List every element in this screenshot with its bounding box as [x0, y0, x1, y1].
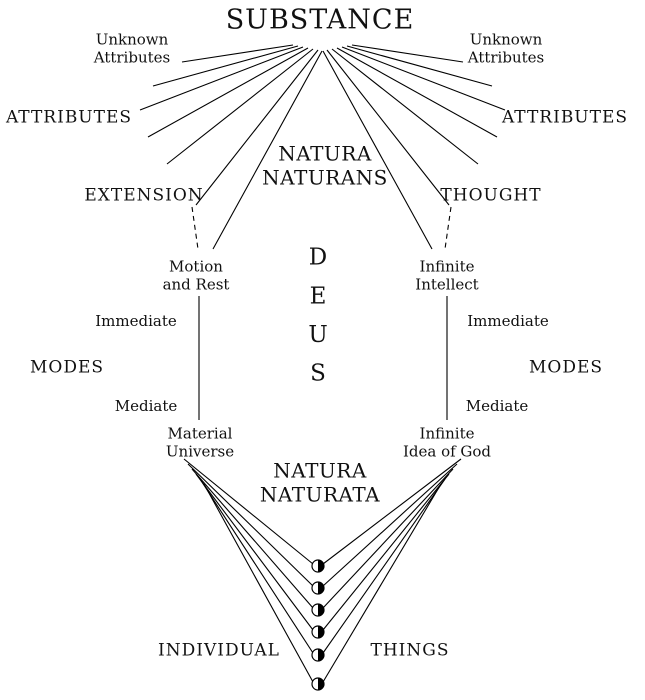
fan-line — [195, 49, 319, 206]
fan-line — [195, 473, 314, 631]
individual-thing-node-icon — [311, 677, 325, 691]
fan-line — [183, 458, 314, 565]
fan-line — [322, 473, 450, 631]
immediate-left-label: Immediate — [95, 311, 177, 330]
attributes-left-label: ATTRIBUTES — [5, 107, 133, 128]
fan-line — [187, 463, 314, 587]
individual-thing-node-icon — [311, 581, 325, 595]
substance-left-fan — [139, 44, 323, 250]
fan-line — [341, 46, 506, 111]
extension-to-motion-dashed-line — [191, 206, 199, 250]
fan-line — [346, 45, 493, 87]
fan-line — [326, 49, 450, 206]
immediate-right-label: Immediate — [467, 311, 549, 330]
modes-left-label: MODES — [29, 357, 105, 378]
mediate-left-label: Mediate — [114, 396, 178, 415]
fan-line — [322, 483, 442, 683]
natura-naturans-label: NATURA NATURANS — [262, 141, 388, 190]
fan-line — [322, 478, 446, 654]
fan-line — [322, 458, 462, 565]
unknown-attributes-left-label: Unknown Attributes — [93, 30, 171, 67]
fan-line — [166, 48, 314, 165]
extension-label: EXTENSION — [84, 185, 204, 206]
fan-line — [139, 46, 304, 111]
thought-label: THOUGHT — [440, 185, 542, 206]
fan-line — [351, 44, 464, 63]
fan-line — [336, 47, 498, 138]
fan-line — [322, 50, 433, 250]
motion-and-rest-label: Motion and Rest — [162, 257, 230, 294]
dashed-connectors — [191, 206, 452, 250]
things-label: THINGS — [370, 640, 450, 661]
individual-thing-node-icon — [311, 559, 325, 573]
fan-line — [191, 468, 314, 609]
fan-line — [212, 50, 323, 250]
fan-line — [147, 47, 309, 138]
substance-title: SUBSTANCE — [225, 4, 415, 36]
fan-line — [203, 483, 314, 683]
modes-right-label: MODES — [528, 357, 604, 378]
fan-line — [181, 44, 294, 63]
infinite-intellect-label: Infinite Intellect — [415, 257, 479, 294]
fan-line — [199, 478, 314, 654]
infinite-idea-of-god-label: Infinite Idea of God — [402, 424, 492, 461]
individual-thing-node-icon — [311, 625, 325, 639]
unknown-attributes-right-label: Unknown Attributes — [467, 30, 545, 67]
mediate-right-label: Mediate — [465, 396, 529, 415]
material-universe-label: Material Universe — [165, 424, 235, 461]
fan-line — [152, 45, 299, 87]
individual-thing-node-icon — [311, 603, 325, 617]
individual-label: INDIVIDUAL — [158, 640, 280, 661]
fan-line — [322, 463, 458, 587]
fan-line — [322, 468, 454, 609]
substance-right-fan — [322, 44, 506, 250]
deus-label: DEUS — [305, 244, 332, 400]
naturata-right-fan — [322, 458, 462, 683]
individual-thing-node-icon — [311, 648, 325, 662]
individual-things-nodes — [311, 559, 325, 691]
modes-connectors — [198, 296, 448, 420]
natura-naturata-label: NATURA NATURATA — [259, 458, 381, 507]
naturata-left-fan — [183, 458, 314, 683]
attributes-right-label: ATTRIBUTES — [501, 107, 629, 128]
fan-line — [331, 48, 479, 165]
thought-to-intellect-dashed-line — [444, 206, 452, 250]
